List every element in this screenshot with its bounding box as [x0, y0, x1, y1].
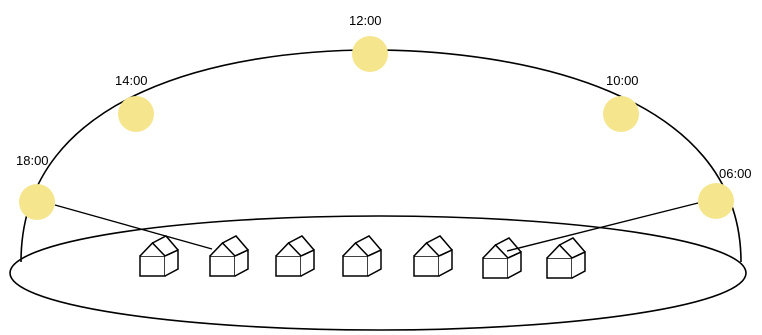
time-label-1400: 14:00: [115, 73, 148, 88]
sun-1200: [352, 36, 388, 72]
sun-1800: [19, 184, 55, 220]
sun-1400: [118, 96, 154, 132]
sun-1000: [603, 96, 639, 132]
house-icon: [482, 237, 522, 279]
house-icon: [546, 237, 586, 279]
house-icon: [413, 235, 453, 277]
ground-ellipse: [9, 215, 747, 331]
ray-1800: [54, 204, 213, 250]
house-icon: [139, 235, 179, 277]
ray-0600: [506, 202, 699, 252]
time-label-1200: 12:00: [349, 13, 382, 28]
house-icon: [275, 235, 315, 277]
time-label-1800: 18:00: [16, 153, 49, 168]
time-label-1000: 10:00: [606, 73, 639, 88]
time-label-0600: 06:00: [719, 166, 752, 181]
sun-0600: [698, 183, 734, 219]
house-icon: [342, 235, 382, 277]
house-icon: [209, 235, 249, 277]
